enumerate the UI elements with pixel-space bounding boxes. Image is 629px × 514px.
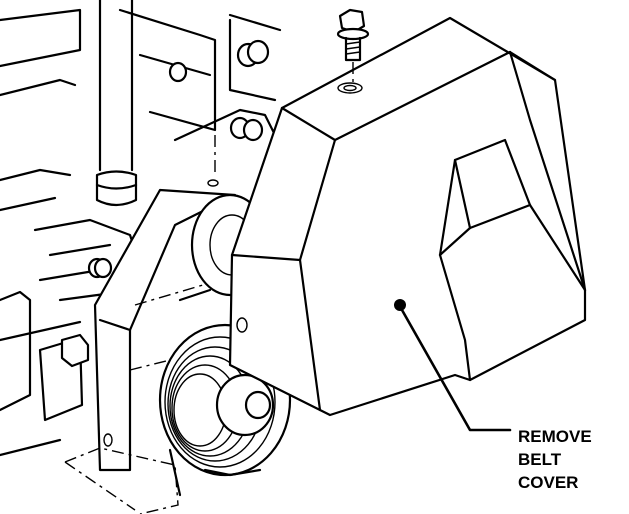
callout-line-3: COVER xyxy=(518,473,578,492)
frame-bolts xyxy=(60,39,270,368)
hex-bolt-icon xyxy=(336,8,370,84)
callout-label: REMOVE BELT COVER xyxy=(518,427,592,492)
bracket-plate xyxy=(93,179,237,472)
callout-line-1: REMOVE xyxy=(518,427,592,446)
belt-cover-icon xyxy=(228,16,587,417)
callout-line-2: BELT xyxy=(518,450,562,469)
vertical-pipe xyxy=(95,0,138,207)
cover-fastener-dot xyxy=(394,299,406,311)
callout-leader xyxy=(400,308,512,432)
